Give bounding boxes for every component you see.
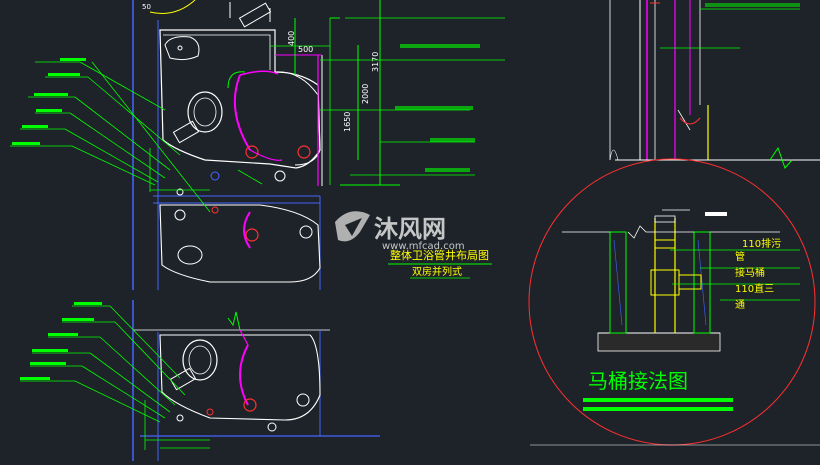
toilet-connection-detail: 110排污 管 接马桶 110直三 通 马桶接法图 [528,158,816,446]
dim-3170: 3170 [371,52,380,72]
dim-2000: 2000 [361,84,370,104]
label-toilet-connect: 接马桶 [735,266,765,279]
svg-text:50: 50 [142,3,151,11]
label-straight-tee-2: 通 [735,299,745,311]
upper-left-annotations [10,58,211,213]
detail-title: 马桶接法图 [588,369,688,393]
upper-bathroom-plan: 50 [132,0,323,290]
layout-title-block: 整体卫浴管井布局图 双房并列式 [388,248,492,279]
label-straight-tee: 110直三 [735,282,774,295]
layout-subtitle: 双房并列式 [412,265,462,278]
dim-400: 400 [287,31,296,46]
upper-dimension-lines: 500 3170 2000 1650 400 [149,0,505,192]
layout-title: 整体卫浴管井布局图 [390,248,489,262]
dim-1650: 1650 [343,112,352,132]
dim-500: 500 [298,45,313,54]
watermark-brand: 沐风网 [374,215,446,243]
lower-bathroom-plan [132,300,380,461]
section-elevation [609,0,820,169]
label-drain-pipe-2: 管 [735,250,745,263]
watermark-url: www.mfcad.com [382,241,465,252]
watermark: 沐风网 www.mfcad.com [335,211,465,252]
lower-left-annotations [20,302,186,423]
label-drain-pipe: 110排污 [742,237,781,250]
